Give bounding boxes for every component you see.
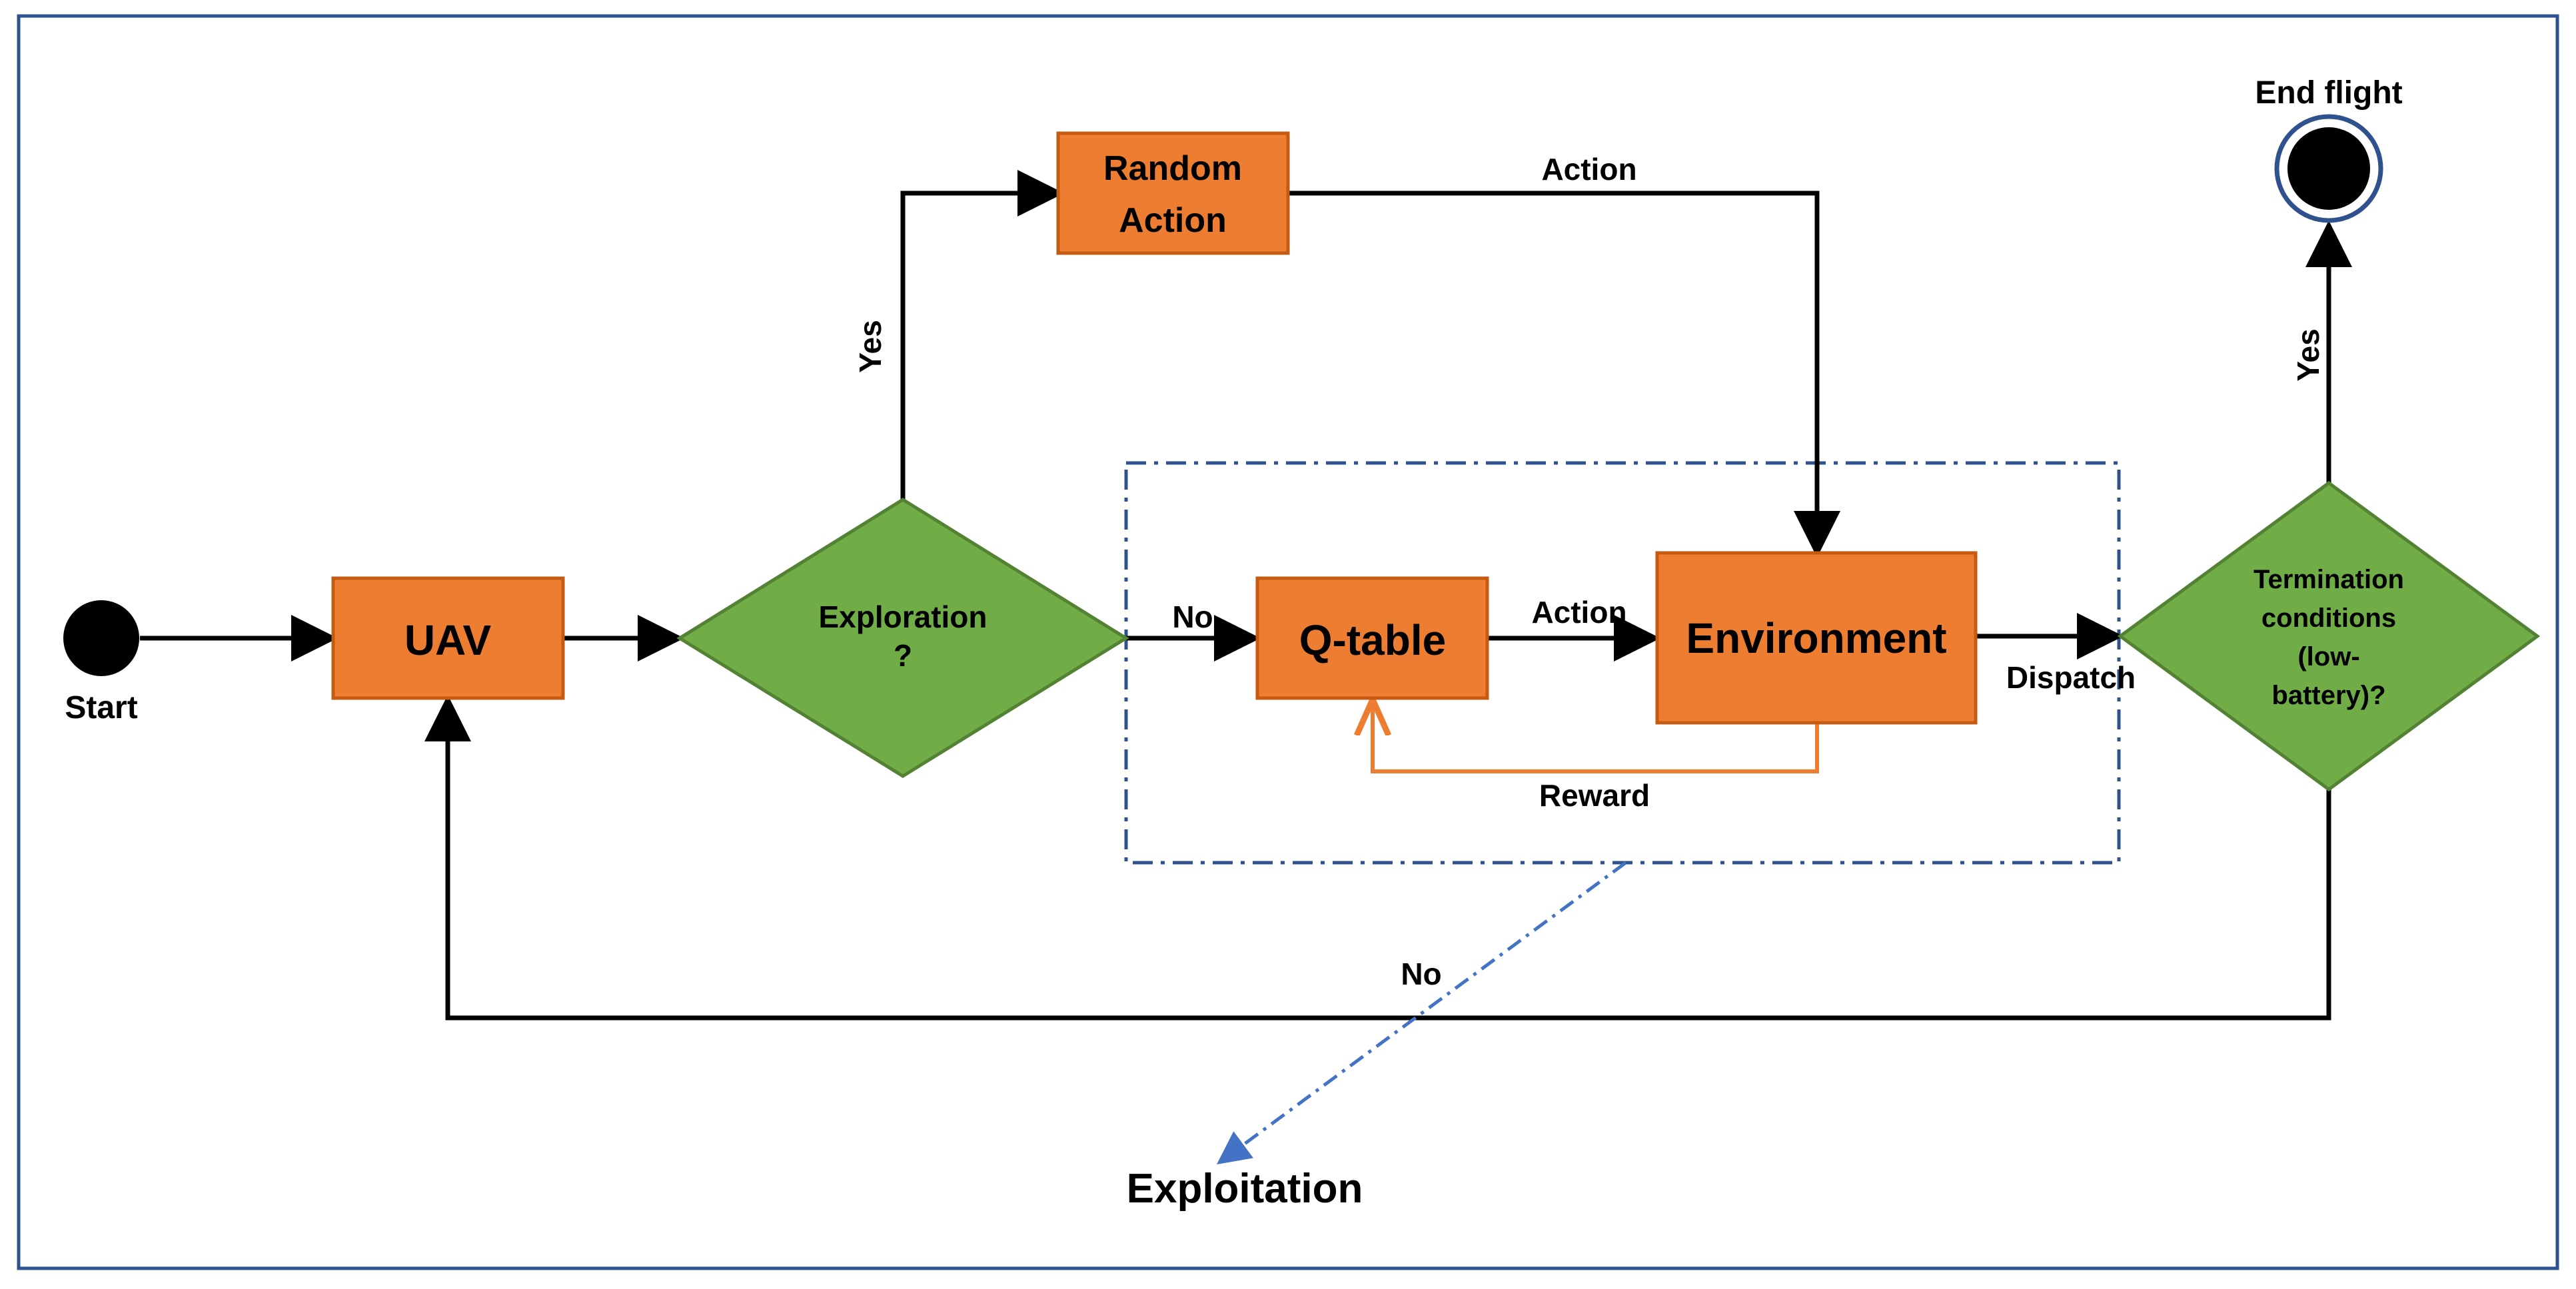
connectors <box>140 170 2352 1021</box>
uav-label: UAV <box>404 616 492 664</box>
exploration-decision <box>676 498 1129 778</box>
exploitation-label: Exploitation <box>1127 1166 1363 1212</box>
random-action-label-line2: Action <box>1119 201 1227 240</box>
edge-reward <box>1373 699 1819 773</box>
edge-termination-no <box>424 695 2331 1021</box>
exploration-label-line1: Exploration <box>818 600 987 634</box>
yes-end-label: Yes <box>2291 328 2325 381</box>
action-random-label: Action <box>1541 152 1636 187</box>
termination-label-line4: battery)? <box>2271 681 2385 710</box>
exploration-label-line2: ? <box>894 638 912 673</box>
yes-explore-label: Yes <box>853 320 888 372</box>
termination-decision <box>2117 480 2541 792</box>
random-action-box <box>1056 131 1290 255</box>
uav-box <box>331 576 565 700</box>
qtable-label: Q-table <box>1299 616 1446 664</box>
reward-label: Reward <box>1539 778 1650 813</box>
edge-exploration-yes <box>900 170 1064 500</box>
no-explore-label: No <box>1172 600 1213 634</box>
random-action-label-line1: Random <box>1103 149 1242 188</box>
dispatch-label: Dispatch <box>2006 660 2136 695</box>
outer-frame <box>17 14 2559 1270</box>
start-label: Start <box>65 690 137 725</box>
environment-box <box>1655 551 1978 725</box>
qtable-box <box>1255 576 1489 700</box>
termination-label-line2: conditions <box>2261 604 2396 633</box>
exploitation-pointer <box>1216 861 1627 1164</box>
no-loop-label: No <box>1401 957 1441 991</box>
environment-label: Environment <box>1686 614 1946 662</box>
start-node <box>63 600 139 676</box>
end-label: End flight <box>2255 75 2402 111</box>
termination-label-line1: Termination <box>2254 565 2404 594</box>
action-qtable-label: Action <box>1531 595 1626 630</box>
end-node <box>2287 127 2370 210</box>
exploitation-region <box>1124 461 2121 865</box>
termination-label-line3: (low- <box>2297 642 2359 671</box>
edge-random-to-environment <box>1288 191 1840 558</box>
